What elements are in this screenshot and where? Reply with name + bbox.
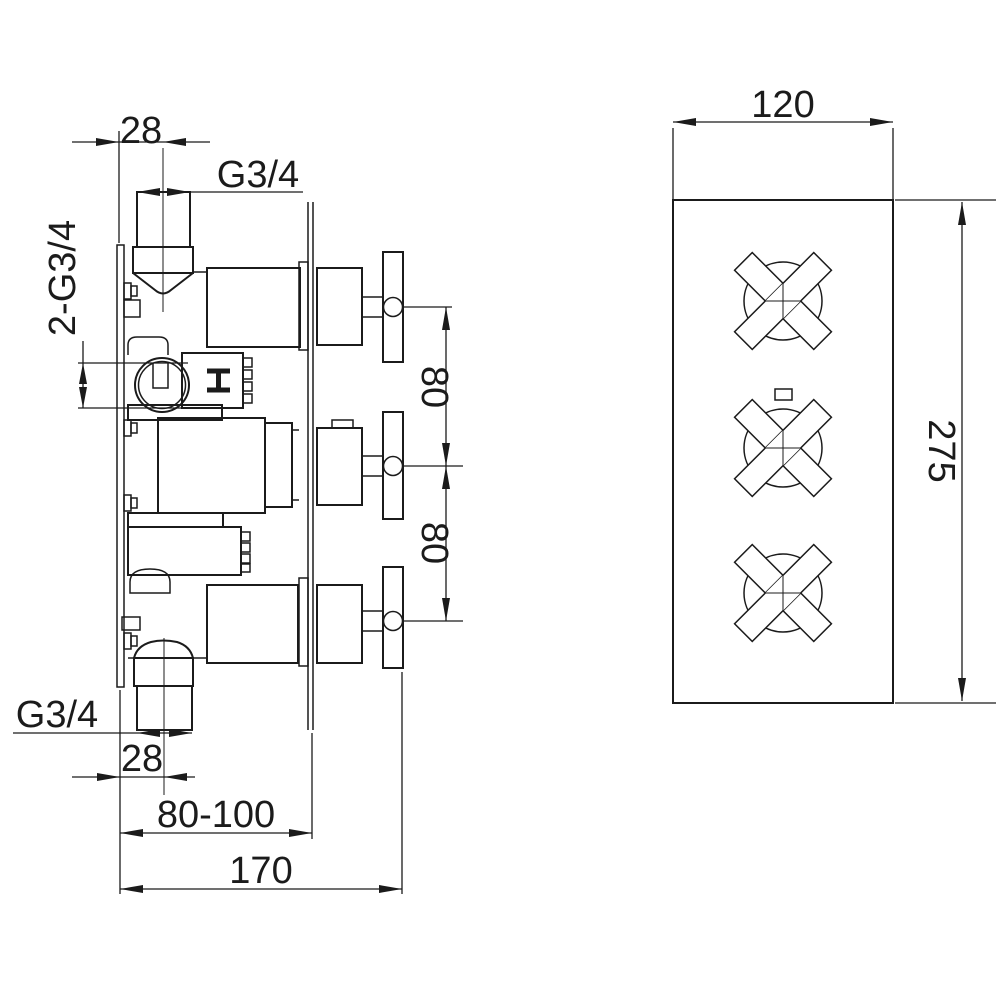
dim-overall-depth-label: 170 (229, 850, 292, 892)
handle-button (331, 419, 354, 429)
cartridge-spline-ribs (242, 357, 253, 404)
side-handle-middle (316, 411, 404, 520)
cross-handle-top-icon (733, 251, 833, 351)
cartridge-marking-icon (207, 368, 230, 393)
handle-escutcheon (316, 584, 363, 664)
wall-bracket-plate (116, 244, 141, 688)
dimension-overall-depth: 170 (119, 672, 403, 894)
mid-cartridge-body (181, 352, 244, 409)
handle-hub (382, 455, 404, 477)
dimension-plate-width: 120 (672, 84, 894, 199)
dim-spacing-upper-label: 80 (413, 366, 455, 408)
dimension-recess-depth: 80-100 (120, 733, 313, 839)
dim-plate-height-label: 275 (920, 419, 962, 482)
cross-handle-bottom-icon (733, 543, 833, 643)
cross-handle-middle-icon (733, 388, 833, 498)
dim-side-ports-label: 2-G3/4 (42, 220, 84, 336)
dimension-top-offset: 28 (72, 110, 210, 243)
faceplate-section (298, 202, 314, 730)
lower-cartridge-body (206, 584, 299, 664)
dim-recess-depth-label: 80-100 (157, 794, 275, 836)
dimension-bottom-thread: G3/4 (13, 694, 192, 737)
dim-plate-width-label: 120 (751, 84, 814, 126)
side-handle-top (316, 251, 404, 363)
dim-spacing-lower-label: 80 (413, 522, 455, 564)
top-inlet-pipe (132, 148, 207, 312)
body-dome-cap (129, 568, 171, 594)
lower-body-block (127, 526, 242, 576)
body-ledge-lower (127, 512, 224, 528)
dimension-bottom-offset: 28 (72, 738, 195, 781)
handle-escutcheon (316, 267, 363, 346)
cartridge-spline-ribs (240, 531, 251, 573)
handle-hub (382, 296, 404, 318)
dimension-plate-height: 275 (895, 199, 996, 704)
dim-top-offset-label: 28 (120, 110, 162, 152)
bracket-bolt (123, 282, 138, 300)
handle-escutcheon (316, 427, 363, 506)
dim-top-thread-label: G3/4 (217, 154, 299, 196)
thermostat-bonnet (127, 336, 169, 355)
dimension-top-thread: G3/4 (137, 154, 303, 196)
dim-bottom-thread-label: G3/4 (16, 694, 98, 736)
bracket-bolt (123, 632, 138, 650)
upper-cartridge-body (206, 267, 301, 348)
side-handle-bottom (316, 566, 404, 669)
trim-plate (672, 199, 894, 704)
temperature-button (774, 388, 793, 401)
bracket-bolt (123, 419, 138, 437)
side-port-outer (134, 357, 190, 413)
side-port-keyway (152, 363, 169, 389)
dimension-handle-spacing: 80 80 (403, 306, 463, 622)
side-view: 28 G3/4 2-G3/4 80 80 (13, 110, 463, 894)
bottom-outlet-pipe (128, 638, 206, 795)
front-view: 120 275 (672, 84, 996, 704)
mid-body-block (157, 417, 266, 514)
dim-bottom-offset-label: 28 (121, 738, 163, 780)
bracket-bolt (123, 494, 138, 512)
valve-body (127, 267, 301, 664)
body-ledge-upper (127, 404, 223, 421)
handle-hub (382, 610, 404, 632)
dimension-side-ports-thread: 2-G3/4 (42, 220, 188, 409)
